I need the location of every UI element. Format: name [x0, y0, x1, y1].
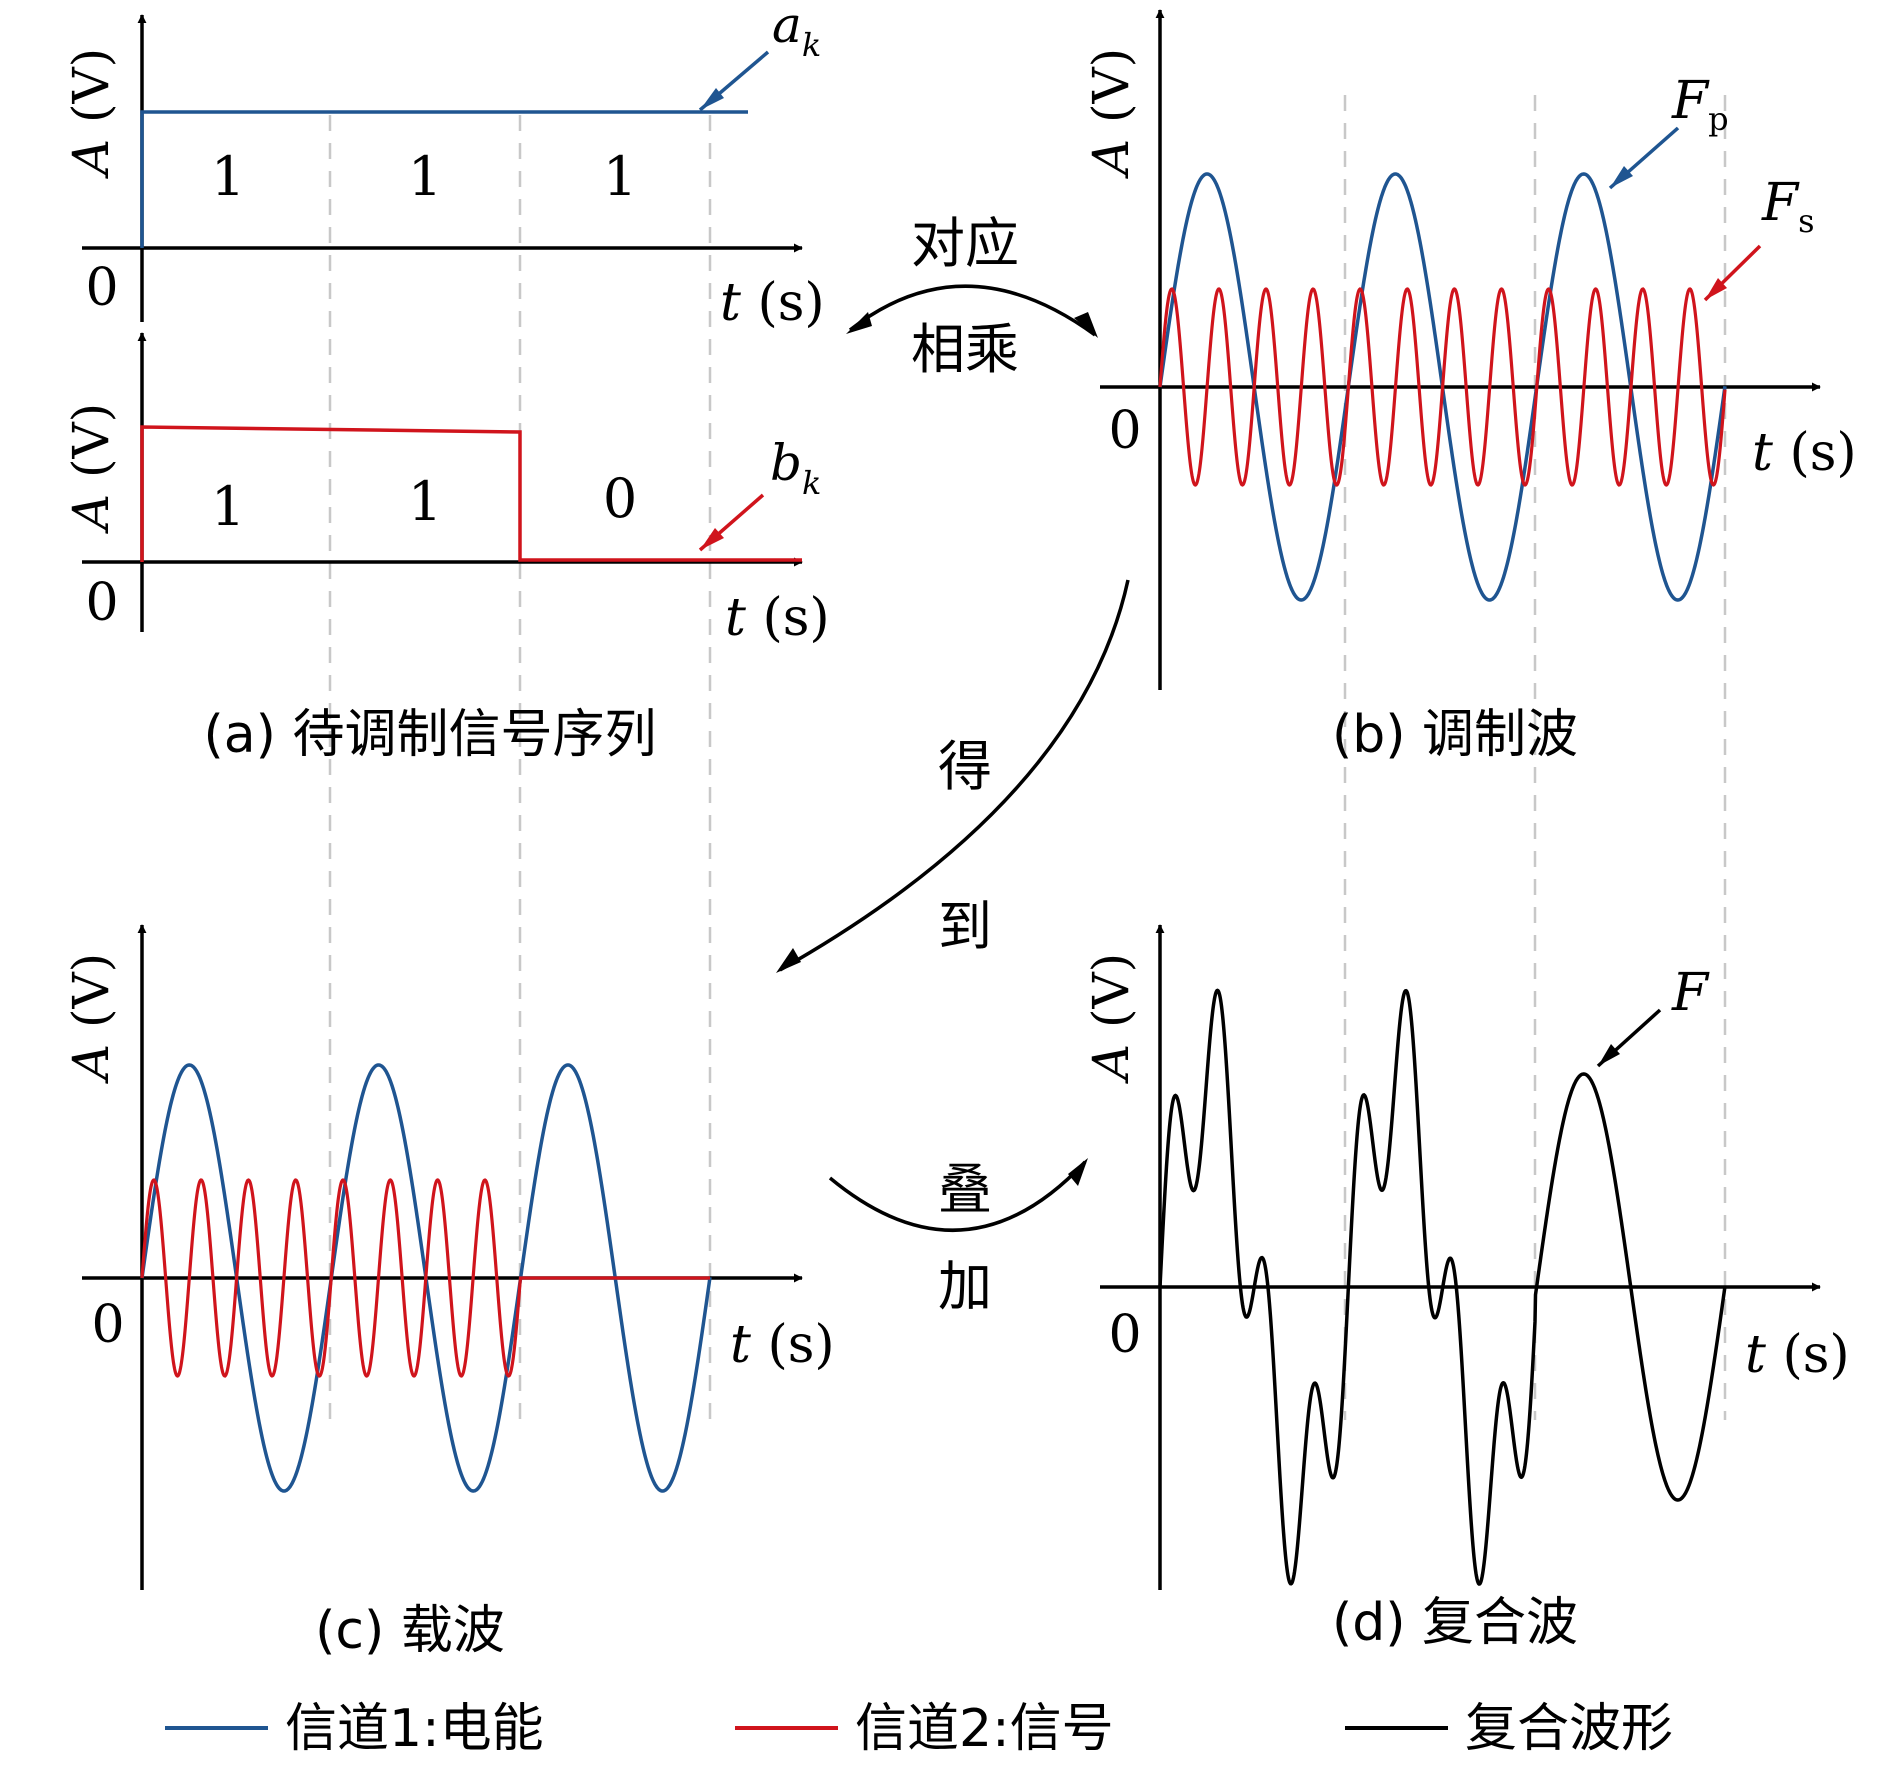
a-k-label-sub: k — [802, 26, 821, 64]
multiply-label-bottom: 相乘 — [911, 318, 1019, 381]
svg-text:A (V): A (V) — [62, 403, 120, 534]
legend-label-composite: 复合波形 — [1465, 1699, 1673, 1759]
svg-text:A (V): A (V) — [62, 48, 120, 179]
fp-pointer-head — [1610, 166, 1633, 188]
caption-a: (a) 待调制信号序列 — [204, 705, 657, 765]
panel-d: 0 A (V) t (s) F (d) 复合波 — [1082, 924, 1850, 1653]
panel-a-top: 1 1 1 0 A (V) t (s) ak — [62, 0, 825, 333]
a-k-label-main: a — [772, 0, 802, 54]
svg-text:A (V): A (V) — [1082, 48, 1140, 179]
origin-label: 0 — [85, 573, 118, 633]
b-k-label-main: b — [770, 434, 802, 492]
x-axis-label: t (s) — [1745, 1325, 1850, 1385]
x-axis-label: t (s) — [1752, 423, 1857, 483]
legend-label-signal: 信道2:信号 — [855, 1699, 1114, 1759]
fs-pointer-head — [1705, 278, 1727, 300]
panel-b: 0 A (V) t (s) Fp Fs (b) 调制波 — [1082, 9, 1857, 765]
caption-d: (d) 复合波 — [1332, 1593, 1578, 1653]
fp-label: Fp — [1671, 71, 1729, 138]
y-axis-label: A (V) — [1082, 48, 1140, 179]
b-k-label-sub: k — [802, 464, 821, 502]
y-axis-label: A (V) — [1082, 953, 1140, 1084]
svg-text:A (V): A (V) — [62, 953, 120, 1084]
origin-label: 0 — [1108, 401, 1141, 461]
add-arc-head — [1068, 1158, 1088, 1186]
legend-label-power: 信道1:电能 — [285, 1699, 544, 1759]
origin-label: 0 — [91, 1295, 124, 1355]
y-axis-label: A (V) — [62, 48, 120, 179]
fp-label-sub: p — [1708, 100, 1728, 138]
x-axis-label-unit: (s) — [757, 273, 824, 333]
f-label: F — [1671, 963, 1710, 1023]
x-axis-label-main: t — [1745, 1325, 1766, 1385]
bit-a-bottom-1: 1 — [211, 475, 245, 538]
panel-a-bottom: 1 1 0 0 A (V) t (s) bk (a) 待调制信号序列 — [62, 332, 830, 765]
get-label-2: 到 — [938, 895, 992, 958]
get-arc-head — [776, 948, 801, 973]
bit-a-bottom-2: 1 — [408, 470, 442, 533]
guide-lines — [328, 95, 1727, 1430]
x-axis-label: t (s) — [725, 588, 830, 648]
fs-label-sub: s — [1798, 202, 1814, 240]
b-k-label: bk — [770, 434, 821, 502]
y-axis-label-unit: (V) — [62, 403, 120, 478]
y-axis-label-main: A — [62, 1044, 120, 1084]
svg-text:A (V): A (V) — [1082, 953, 1140, 1084]
a-k-signal-line — [140, 110, 748, 248]
y-axis-label-unit: (V) — [1082, 953, 1140, 1028]
x-axis-label-unit: (s) — [762, 588, 829, 648]
y-axis-label-main: A — [62, 139, 120, 179]
x-axis-label: t (s) — [730, 1315, 835, 1375]
get-label-1: 得 — [938, 735, 992, 798]
y-axis-label-unit: (V) — [1082, 48, 1140, 123]
fp-label-main: F — [1671, 71, 1710, 131]
origin-label: 0 — [1108, 1305, 1141, 1365]
x-axis-label-unit: (s) — [767, 1315, 834, 1375]
multiply-arc-head-right — [1074, 312, 1098, 338]
x-axis-label-main: t — [725, 588, 746, 648]
add-arc — [828, 1160, 1087, 1232]
panel-b-signal-wave — [1158, 287, 1727, 487]
b-k-pointer-head — [700, 528, 724, 550]
panel-c-signal-wave — [140, 1178, 710, 1378]
y-axis-label: A (V) — [62, 403, 120, 534]
bit-a-top-2: 1 — [408, 145, 442, 208]
multiply-arc-head-left — [846, 312, 872, 334]
a-k-label: ak — [772, 0, 821, 64]
y-axis-label-main: A — [1082, 1044, 1140, 1084]
bit-a-top-3: 1 — [603, 145, 637, 208]
x-axis-label-main: t — [720, 273, 741, 333]
multiply-arc — [848, 284, 1097, 337]
caption-c: (c) 载波 — [315, 1601, 505, 1661]
panel-c: 0 A (V) t (s) (c) 载波 — [62, 924, 835, 1661]
add-label-1: 叠 — [938, 1158, 992, 1221]
fs-label-main: F — [1761, 173, 1800, 233]
x-axis-label-unit: (s) — [1789, 423, 1856, 483]
y-axis-label-unit: (V) — [62, 48, 120, 123]
multiply-label-top: 对应 — [911, 212, 1019, 275]
bit-a-top-1: 1 — [211, 145, 245, 208]
origin-label: 0 — [85, 258, 118, 318]
y-axis-label: A (V) — [62, 953, 120, 1084]
f-pointer-head — [1598, 1044, 1620, 1066]
caption-b: (b) 调制波 — [1332, 705, 1578, 765]
x-axis-label-main: t — [1752, 423, 1773, 483]
x-axis-label: t (s) — [720, 273, 825, 333]
legend: 信道1:电能 信道2:信号 复合波形 — [165, 1699, 1673, 1759]
bit-a-bottom-3: 0 — [603, 467, 637, 530]
b-k-signal-line — [140, 425, 802, 562]
y-axis-label-main: A — [1082, 139, 1140, 179]
y-axis-label-unit: (V) — [62, 953, 120, 1028]
a-k-pointer-head — [700, 88, 724, 110]
fs-label: Fs — [1761, 173, 1815, 240]
x-axis-label-main: t — [730, 1315, 751, 1375]
add-label-2: 加 — [938, 1255, 992, 1318]
y-axis-label-main: A — [62, 494, 120, 534]
x-axis-label-unit: (s) — [1782, 1325, 1849, 1385]
get-arc — [779, 579, 1130, 972]
panel-d-composite-wave — [1158, 988, 1727, 1586]
connectors: 对应 相乘 得 到 叠 加 — [776, 212, 1130, 1318]
